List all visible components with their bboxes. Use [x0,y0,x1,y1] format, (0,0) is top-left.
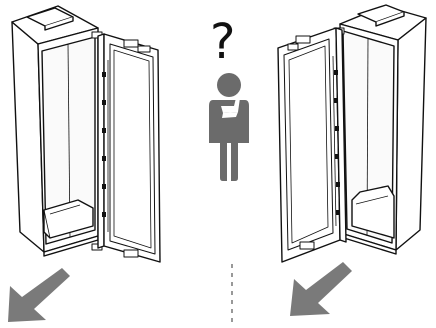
fridge-right-door [278,28,346,262]
question-mark: ? [210,14,235,70]
thinking-person-icon [209,73,249,181]
arrow-down-left-icon-right [290,262,352,316]
fridge-left [12,6,102,256]
fridge-right [334,5,426,254]
arrow-down-left-icon [8,268,70,322]
fridge-left-door [98,34,160,262]
